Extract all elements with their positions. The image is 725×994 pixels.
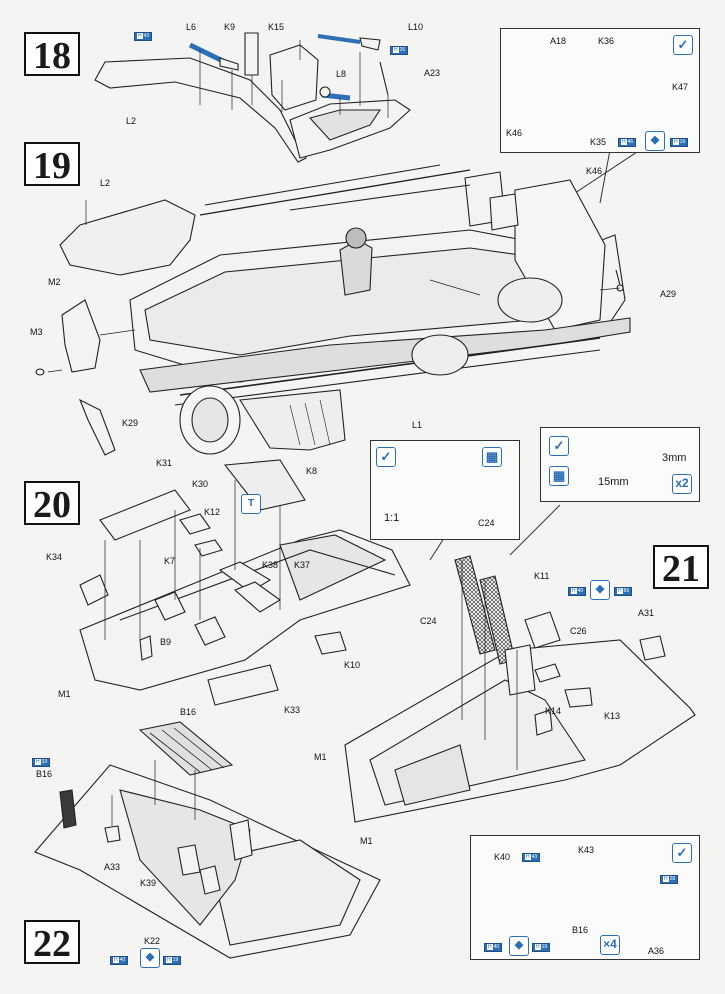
- part-label: B16: [180, 707, 197, 717]
- part-label: L2: [100, 178, 111, 188]
- magnify-icon: T: [241, 494, 261, 514]
- decal-icon: ◆: [140, 948, 160, 968]
- part-label: K29: [122, 418, 139, 428]
- part-label: K30: [192, 479, 209, 489]
- step-number-21: 21: [653, 545, 709, 590]
- part-label: K43: [578, 845, 595, 855]
- part-label: K15: [268, 22, 285, 32]
- part-label: L8: [336, 69, 347, 79]
- part-label: A29: [660, 289, 677, 299]
- step19-drawing: [35, 164, 631, 456]
- step22-drawing: [34, 721, 381, 959]
- part-label: C24: [420, 616, 437, 626]
- part-label: K36: [598, 36, 615, 46]
- part-label: K14: [545, 706, 562, 716]
- part-label: A18: [550, 36, 567, 46]
- part-label: K13: [604, 711, 621, 721]
- decal-icon: ▦: [482, 447, 502, 467]
- decal-icon: ◆: [590, 580, 610, 600]
- scale-label: 1:1: [384, 512, 400, 524]
- step-number-19: 19: [24, 142, 80, 187]
- part-label: K35: [590, 137, 607, 147]
- part-label: K7: [164, 556, 176, 566]
- part-label: L6: [186, 22, 197, 32]
- step18-detail-box: [500, 28, 700, 153]
- step20-drawing: [79, 459, 411, 706]
- part-label: B16: [36, 769, 53, 779]
- quantity-badge: ×4: [600, 935, 620, 955]
- part-label: K47: [672, 82, 689, 92]
- step-number-22: 22: [24, 920, 80, 965]
- part-label: K12: [204, 507, 221, 517]
- part-label: M2: [48, 277, 61, 287]
- decal-icon: ◆: [645, 131, 665, 151]
- part-label: M3: [30, 327, 43, 337]
- part-label: C24: [478, 518, 495, 528]
- paint-icon: ✓: [673, 35, 693, 55]
- part-label: A31: [638, 608, 655, 618]
- decal-icon: ◆: [509, 936, 529, 956]
- part-label: M1: [58, 689, 71, 699]
- part-label: K38: [262, 560, 279, 570]
- mesh-width-label: 3mm: [662, 452, 687, 464]
- part-label: K40: [494, 852, 511, 862]
- step-number-18: 18: [24, 32, 80, 77]
- part-label: K9: [224, 22, 236, 32]
- part-label: K10: [344, 660, 361, 670]
- part-label: M1: [314, 752, 327, 762]
- part-label: B16: [572, 925, 589, 935]
- part-label: K34: [46, 552, 63, 562]
- step22-detail-box: [470, 835, 700, 960]
- part-label: K8: [306, 466, 318, 476]
- part-label: A23: [424, 68, 441, 78]
- part-label: K46: [506, 128, 523, 138]
- part-label: K33: [284, 705, 301, 715]
- part-label: A36: [648, 946, 665, 956]
- part-label: K37: [294, 560, 311, 570]
- part-label: K31: [156, 458, 173, 468]
- paint-icon: ✓: [376, 447, 396, 467]
- part-label: L10: [408, 22, 424, 32]
- part-label: K11: [534, 571, 550, 581]
- paint-icon: ✓: [672, 843, 692, 863]
- part-label: B9: [160, 637, 172, 647]
- part-label: K39: [140, 878, 157, 888]
- step18-drawing: [94, 32, 411, 163]
- part-label: C26: [570, 626, 587, 636]
- part-label: L2: [126, 116, 137, 126]
- part-label: A33: [104, 862, 121, 872]
- part-label: M1: [360, 836, 373, 846]
- paint-icon: ✓: [549, 436, 569, 456]
- step21-drawing: [344, 555, 696, 823]
- part-label: L1: [412, 420, 423, 430]
- part-label: K46: [586, 166, 603, 176]
- decal-icon: ▦: [549, 466, 569, 486]
- part-label: K22: [144, 936, 161, 946]
- quantity-badge: x2: [672, 474, 692, 494]
- step-number-20: 20: [24, 481, 80, 526]
- mesh-length-label: 15mm: [598, 476, 629, 488]
